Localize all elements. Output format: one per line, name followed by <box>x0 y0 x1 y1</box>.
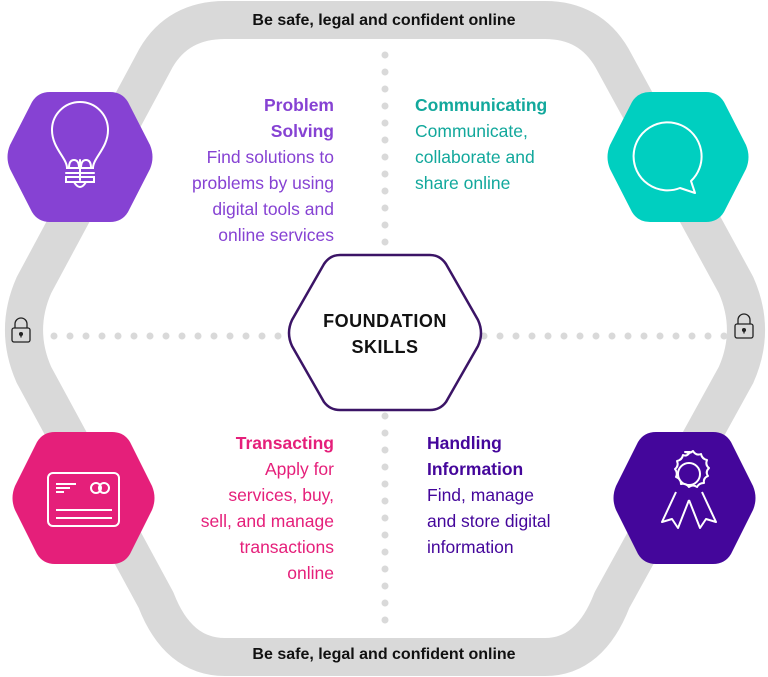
skill-desc: services, buy, <box>228 485 334 505</box>
skill-desc: share online <box>415 173 511 193</box>
horizontal-dotted-divider <box>50 332 728 340</box>
skill-desc: digital tools and <box>212 199 334 219</box>
skill-title: Information <box>427 459 524 479</box>
award-ribbon-icon <box>661 450 717 529</box>
center-label-line1: FOUNDATION <box>323 311 447 331</box>
skill-title: Communicating <box>415 95 548 115</box>
skill-transacting: Transacting Apply for services, buy, sel… <box>150 430 334 586</box>
skill-title: Transacting <box>235 433 334 453</box>
banner-bottom: Be safe, legal and confident online <box>252 646 516 663</box>
skill-title: Solving <box>270 121 334 141</box>
skill-handling-information: Handling Information Find, manage and st… <box>427 430 617 560</box>
skill-title: Problem <box>263 95 334 115</box>
vertical-dotted-divider <box>381 51 389 624</box>
skill-problem-solving: Problem Solving Find solutions to proble… <box>150 92 334 248</box>
credit-card-icon <box>47 472 120 527</box>
skill-desc: and store digital <box>427 511 551 531</box>
handling-information-hexagon <box>613 432 756 564</box>
speech-bubble-icon <box>632 121 703 194</box>
skill-desc: transactions <box>239 537 334 557</box>
skill-desc: sell, and manage <box>200 511 334 531</box>
banner-top: Be safe, legal and confident online <box>252 12 516 29</box>
skill-desc: online services <box>218 225 334 245</box>
problem-solving-hexagon <box>7 92 153 222</box>
center-label: FOUNDATION SKILLS <box>300 308 470 360</box>
skill-communicating: Communicating Communicate, collaborate a… <box>415 92 615 196</box>
skill-desc: collaborate and <box>415 147 535 167</box>
skill-title: Handling <box>427 433 502 453</box>
skill-desc: online <box>287 563 334 583</box>
transacting-hexagon <box>12 432 155 564</box>
lock-icon <box>734 313 754 339</box>
center-label-line2: SKILLS <box>351 337 419 357</box>
skill-desc: Find, manage <box>427 485 535 505</box>
skill-desc: Communicate, <box>415 121 528 141</box>
skill-desc: Apply for <box>264 459 334 479</box>
skill-desc: information <box>427 537 514 557</box>
skill-desc: Find solutions to <box>206 147 334 167</box>
communicating-hexagon <box>607 92 749 222</box>
center-hexagon <box>287 253 483 412</box>
lock-icon <box>11 317 31 343</box>
lightbulb-icon <box>50 101 110 188</box>
skill-desc: problems by using <box>191 173 334 193</box>
